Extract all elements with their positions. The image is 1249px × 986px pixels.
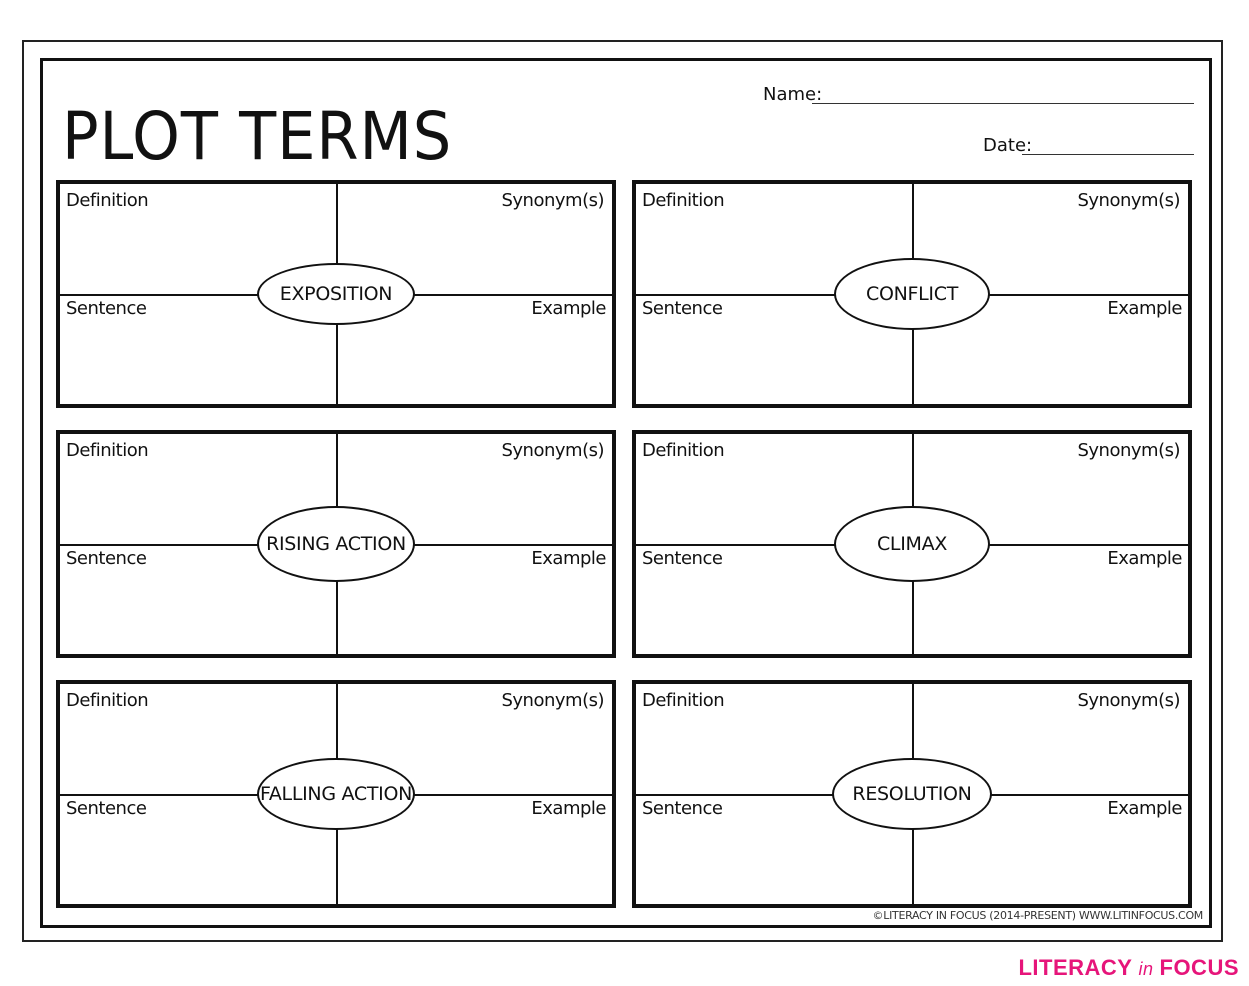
page-title: PLOT TERMS bbox=[62, 98, 453, 175]
synonyms-label: Synonym(s) bbox=[501, 440, 604, 461]
synonyms-label: Synonym(s) bbox=[501, 190, 604, 211]
frayer-box-conflict: Definition Synonym(s) Sentence Example C… bbox=[632, 180, 1192, 408]
brand-word-in: in bbox=[1138, 959, 1154, 979]
frayer-box-climax: Definition Synonym(s) Sentence Example C… bbox=[632, 430, 1192, 658]
synonyms-label: Synonym(s) bbox=[1077, 690, 1180, 711]
date-label: Date: bbox=[983, 135, 1033, 156]
term-oval: RISING ACTION bbox=[257, 506, 415, 582]
sentence-label: Sentence bbox=[642, 298, 723, 319]
sentence-label: Sentence bbox=[66, 548, 147, 569]
name-line[interactable] bbox=[812, 103, 1194, 104]
definition-label: Definition bbox=[66, 440, 149, 461]
definition-label: Definition bbox=[66, 690, 149, 711]
synonyms-label: Synonym(s) bbox=[501, 690, 604, 711]
term-oval: RESOLUTION bbox=[832, 758, 992, 830]
sentence-label: Sentence bbox=[642, 798, 723, 819]
term-oval: CLIMAX bbox=[834, 506, 990, 582]
definition-label: Definition bbox=[642, 440, 725, 461]
definition-label: Definition bbox=[66, 190, 149, 211]
term-oval: EXPOSITION bbox=[257, 263, 415, 325]
term-oval: FALLING ACTION bbox=[257, 758, 415, 830]
example-label: Example bbox=[531, 798, 606, 819]
example-label: Example bbox=[531, 548, 606, 569]
outer-frame bbox=[22, 40, 1223, 942]
example-label: Example bbox=[531, 298, 606, 319]
worksheet-border bbox=[40, 58, 1212, 928]
term-oval: CONFLICT bbox=[834, 258, 990, 330]
example-label: Example bbox=[1107, 298, 1182, 319]
frayer-box-exposition: Definition Synonym(s) Sentence Example E… bbox=[56, 180, 616, 408]
example-label: Example bbox=[1107, 548, 1182, 569]
frayer-box-falling-action: Definition Synonym(s) Sentence Example F… bbox=[56, 680, 616, 908]
date-field: Date: bbox=[983, 135, 1032, 156]
sentence-label: Sentence bbox=[66, 298, 147, 319]
frayer-box-resolution: Definition Synonym(s) Sentence Example R… bbox=[632, 680, 1192, 908]
synonyms-label: Synonym(s) bbox=[1077, 440, 1180, 461]
synonyms-label: Synonym(s) bbox=[1077, 190, 1180, 211]
date-line[interactable] bbox=[1022, 154, 1194, 155]
name-field: Name: bbox=[763, 84, 822, 105]
definition-label: Definition bbox=[642, 690, 725, 711]
name-label: Name: bbox=[763, 84, 823, 105]
example-label: Example bbox=[1107, 798, 1182, 819]
brand-word-focus: FOCUS bbox=[1159, 955, 1239, 980]
sentence-label: Sentence bbox=[66, 798, 147, 819]
copyright-notice: ©LITERACY IN FOCUS (2014-PRESENT) WWW.LI… bbox=[872, 909, 1204, 922]
definition-label: Definition bbox=[642, 190, 725, 211]
frayer-box-rising-action: Definition Synonym(s) Sentence Example R… bbox=[56, 430, 616, 658]
brand-word-literacy: LITERACY bbox=[1018, 955, 1133, 980]
sentence-label: Sentence bbox=[642, 548, 723, 569]
